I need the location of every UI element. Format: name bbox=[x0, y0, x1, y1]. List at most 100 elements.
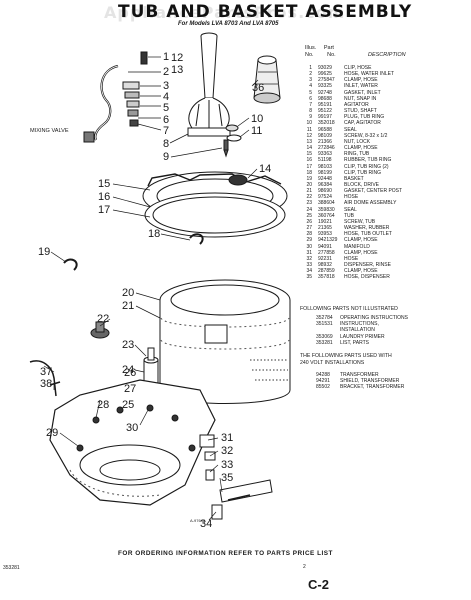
part-description: LAUNDRY PRIMER bbox=[340, 333, 385, 340]
callout-6: 6 bbox=[163, 114, 169, 126]
callout-26: 26 bbox=[124, 367, 136, 379]
part-description: GASKET, CENTER POST bbox=[344, 188, 403, 195]
callout-12: 12 bbox=[171, 52, 183, 64]
page-id: C-2 bbox=[308, 577, 329, 592]
callout-7: 7 bbox=[163, 125, 169, 137]
header-no: No. bbox=[305, 52, 314, 58]
header-part: Part bbox=[323, 45, 334, 51]
part-number: 98199 bbox=[318, 169, 332, 176]
part-number: 21366 bbox=[318, 138, 332, 145]
volt240-heading-2: 240 VOLT INSTALLATIONS bbox=[300, 360, 365, 366]
part-number: 94291 bbox=[316, 378, 330, 385]
header-description: DESCRIPTION bbox=[368, 52, 406, 58]
ordering-info: FOR ORDERING INFORMATION REFER TO PARTS … bbox=[118, 550, 333, 557]
part-number: 388604 bbox=[318, 200, 335, 207]
callout-37: 37 bbox=[40, 366, 52, 378]
hose-clip bbox=[140, 51, 148, 65]
part-number: 94091 bbox=[318, 243, 332, 250]
callout-27: 27 bbox=[124, 383, 136, 395]
part-number: 19021 bbox=[318, 218, 332, 225]
part-description: HOSE bbox=[344, 255, 359, 262]
part-number: 98690 bbox=[318, 188, 332, 195]
part-number: 96384 bbox=[318, 181, 332, 188]
part-description: BRACKET, TRANSFORMER bbox=[340, 384, 405, 391]
table-header-illus: Illus. Part No. No. bbox=[305, 45, 336, 59]
illus-number: 16 bbox=[306, 157, 312, 164]
illus-number: 6 bbox=[309, 95, 312, 102]
drawing-code: A-9764A bbox=[190, 518, 206, 523]
part-number: 99625 bbox=[318, 71, 332, 78]
part-description: TRANSFORMER bbox=[340, 372, 379, 378]
part-number: 98688 bbox=[318, 95, 332, 102]
illus-number: 25 bbox=[306, 212, 312, 219]
part-description: AIR DOME ASSEMBLY bbox=[344, 200, 397, 207]
illus-number: 31 bbox=[306, 249, 312, 256]
part-number: 98932 bbox=[318, 262, 332, 268]
part-description: CLAMP, HOSE bbox=[344, 77, 378, 84]
header-illus: Illus. bbox=[305, 45, 317, 51]
illus-number: 9 bbox=[309, 114, 312, 121]
part-description: LIST, PARTS bbox=[340, 339, 369, 346]
part-description: CLAMP, HOSE bbox=[344, 237, 378, 244]
part-number: 9421329 bbox=[318, 237, 338, 244]
volt240-heading-1: THE FOLLOWING PARTS USED WITH bbox=[300, 353, 392, 359]
callout-16: 16 bbox=[98, 191, 110, 203]
part-description: SEAL bbox=[344, 126, 357, 133]
illus-number: 13 bbox=[306, 138, 312, 145]
illus-number: 29 bbox=[306, 237, 312, 244]
part-number: 85502 bbox=[316, 384, 330, 391]
part-number: 93029 bbox=[318, 65, 332, 71]
parts-row: 353069 LAUNDRY PRIMER bbox=[316, 334, 466, 340]
part-description: SCREW, 8-32 x 1/2 bbox=[344, 132, 388, 139]
part-description: RUBBER, TUB RING bbox=[344, 157, 392, 164]
callout-17: 17 bbox=[98, 204, 110, 216]
mixing-valve-label: MIXING VALVE bbox=[30, 128, 69, 134]
illus-number: 8 bbox=[309, 108, 312, 115]
illus-number: 10 bbox=[306, 120, 312, 127]
callout-33: 33 bbox=[221, 459, 233, 471]
part-description: CLIP, TUB RING (2) bbox=[344, 163, 389, 170]
part-description: OPERATING INSTRUCTIONS bbox=[340, 315, 408, 321]
part-number: 353069 bbox=[316, 333, 333, 340]
agitator bbox=[187, 32, 231, 137]
part-description: CLIP, HOSE bbox=[344, 65, 372, 71]
part-description: HOSE, TUB OUTLET bbox=[344, 231, 392, 238]
illus-number: 22 bbox=[306, 194, 312, 201]
callout-2: 2 bbox=[163, 66, 169, 78]
part-number: 93363 bbox=[318, 151, 332, 158]
part-description: STUD, SHAFT bbox=[344, 108, 377, 115]
part-description: BLOCK, DRIVE bbox=[344, 181, 380, 188]
illus-number: 1 bbox=[309, 65, 312, 71]
parts-row: 85502 BRACKET, TRANSFORMER bbox=[316, 384, 466, 390]
callout-34: 34 bbox=[200, 518, 212, 530]
part-number: 92231 bbox=[318, 255, 332, 262]
callout-25: 25 bbox=[122, 399, 134, 411]
part-number: 98103 bbox=[318, 163, 332, 170]
part-description: HOSE, DISPENSER bbox=[344, 274, 390, 281]
illus-number: 28 bbox=[306, 231, 312, 238]
callout-14: 14 bbox=[259, 163, 271, 175]
callout-19: 19 bbox=[38, 246, 50, 258]
part-number: 351531 bbox=[316, 321, 333, 328]
part-description: HOSE, WATER INLET bbox=[344, 71, 395, 78]
illus-number: 26 bbox=[306, 218, 312, 225]
illus-number: 30 bbox=[306, 243, 312, 250]
part-description: HOSE bbox=[344, 194, 359, 201]
